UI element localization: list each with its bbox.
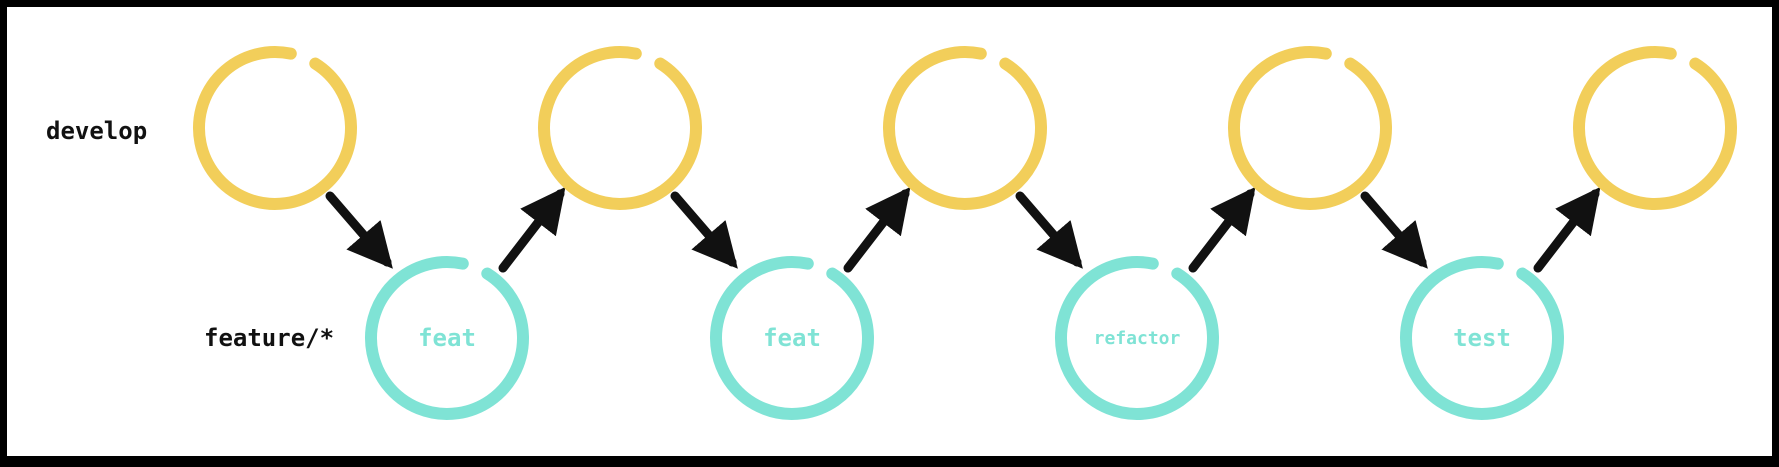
develop-commit-node	[883, 46, 1047, 210]
feature-commit-ring	[710, 256, 874, 420]
arrows-group	[325, 186, 1601, 273]
feature-commit-node: test	[1400, 256, 1564, 420]
develop-commit-ring	[883, 46, 1047, 210]
develop-commit-ring	[193, 46, 357, 210]
merge-arrow-down	[1015, 191, 1083, 269]
merge-arrow-up	[498, 186, 566, 273]
merge-arrow-down	[325, 191, 393, 269]
develop-commit-node	[538, 46, 702, 210]
merge-arrow-up	[843, 186, 911, 273]
develop-commit-ring	[1573, 46, 1737, 210]
develop-commits-group	[193, 46, 1737, 210]
feature-commit-ring	[365, 256, 529, 420]
feature-commit-node: feat	[710, 256, 874, 420]
feature-commit-label: feat	[418, 324, 476, 352]
merge-arrow-down	[1360, 191, 1428, 269]
feature-commit-label: feat	[763, 324, 821, 352]
feature-commit-node: feat	[365, 256, 529, 420]
merge-arrow-up	[1188, 186, 1256, 273]
develop-commit-node	[193, 46, 357, 210]
feature-commit-node: refactor	[1055, 256, 1219, 420]
feature-commit-label: test	[1453, 324, 1511, 352]
feature-commit-ring	[1055, 256, 1219, 420]
develop-commit-ring	[1228, 46, 1392, 210]
develop-lane-label: develop	[46, 117, 147, 145]
develop-commit-ring	[538, 46, 702, 210]
feature-lane-label: feature/*	[204, 324, 334, 352]
feature-commit-label: refactor	[1094, 328, 1181, 349]
feature-commits-group: feat feat refactor test	[365, 256, 1564, 420]
diagram-background	[7, 7, 1772, 456]
feature-commit-ring	[1400, 256, 1564, 420]
develop-commit-node	[1573, 46, 1737, 210]
develop-commit-node	[1228, 46, 1392, 210]
merge-arrow-down	[670, 191, 738, 269]
merge-arrow-up	[1533, 186, 1601, 273]
